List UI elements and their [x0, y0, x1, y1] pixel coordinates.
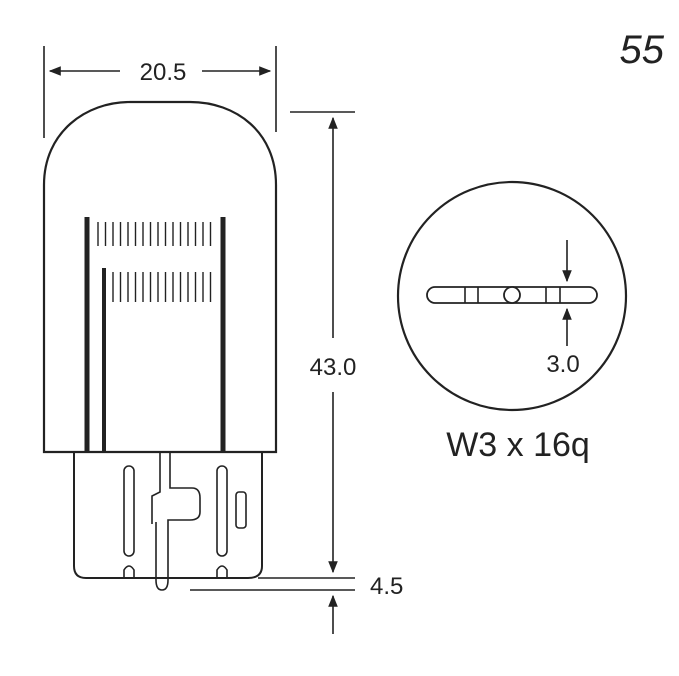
width-dimension	[43, 46, 277, 138]
wedge-contacts	[464, 287, 561, 303]
width-label: 20.5	[140, 59, 187, 86]
base-notch-right	[216, 565, 228, 578]
end-view-circle	[396, 180, 628, 412]
base-end-view	[396, 180, 628, 412]
base-offset-label: 4.5	[370, 573, 403, 600]
base-outline	[73, 452, 263, 579]
height-label: 43.0	[310, 354, 357, 381]
base-slot-left	[123, 465, 135, 557]
bulb-glass	[42, 100, 278, 454]
base-designation: W3 x 16q	[446, 426, 590, 464]
base-tab-right	[235, 491, 247, 529]
wedge-base	[73, 452, 263, 591]
lead-wire	[155, 452, 201, 591]
upper-filament-coil	[97, 222, 212, 246]
lower-filament-coil	[112, 272, 212, 302]
center-pin	[503, 286, 521, 304]
base-notch-left	[123, 565, 135, 578]
base-slot-right	[216, 465, 228, 557]
lead-wire-inner	[151, 452, 161, 524]
filament-supports	[84, 217, 226, 452]
page-number: 55	[620, 28, 665, 72]
height-dimension	[190, 111, 355, 634]
thickness-label: 3.0	[546, 351, 579, 378]
